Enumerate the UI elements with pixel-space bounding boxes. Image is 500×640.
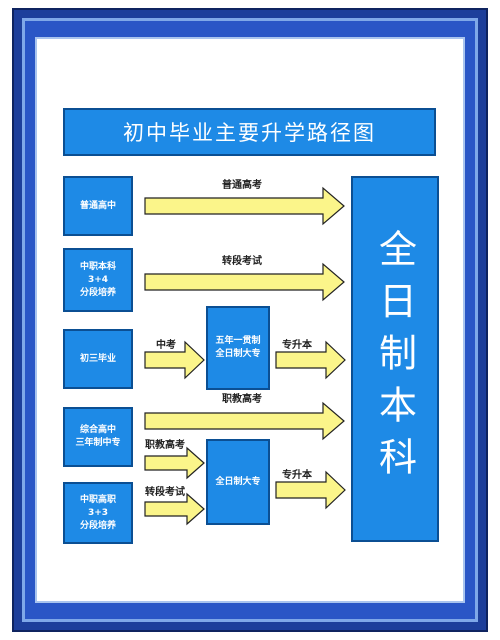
node-vocational-3plus3: 中职高职 3+3 分段培养 bbox=[63, 482, 133, 544]
arrow-transfer-1 bbox=[144, 262, 345, 302]
label-transfer-1: 转段考试 bbox=[222, 256, 262, 267]
node-five-year-college: 五年一贯制 全日制大专 bbox=[206, 306, 270, 390]
node-integrated-high-school: 综合高中 三年制中专 bbox=[63, 407, 133, 467]
node-junior-graduate: 初三毕业 bbox=[63, 329, 133, 389]
arrow-upgrade-2 bbox=[275, 470, 346, 510]
target-label: 全日制本科 bbox=[372, 229, 417, 489]
label-gaokao: 普通高考 bbox=[222, 180, 262, 191]
label-upgrade-1: 专升本 bbox=[282, 340, 312, 351]
arrow-vocational-exam-2 bbox=[144, 446, 205, 480]
label-zhongkao: 中考 bbox=[156, 340, 176, 351]
label-vocational-exam-2: 职教高考 bbox=[145, 440, 185, 451]
arrow-upgrade-1 bbox=[275, 340, 346, 380]
label-upgrade-2: 专升本 bbox=[282, 470, 312, 481]
arrow-transfer-2 bbox=[144, 492, 205, 526]
arrow-zhongkao bbox=[144, 340, 205, 380]
node-fulltime-college: 全日制大专 bbox=[206, 439, 270, 525]
label-vocational-exam-1: 职教高考 bbox=[222, 394, 262, 405]
label-transfer-2: 转段考试 bbox=[145, 487, 185, 498]
arrow-gaokao bbox=[144, 186, 345, 226]
arrow-vocational-exam-1 bbox=[144, 401, 345, 441]
node-vocational-3plus4: 中职本科 3+4 分段培养 bbox=[63, 248, 133, 312]
node-fulltime-undergraduate: 全日制本科 bbox=[351, 176, 439, 542]
diagram-title: 初中毕业主要升学路径图 bbox=[63, 108, 436, 156]
node-regular-high-school: 普通高中 bbox=[63, 176, 133, 236]
